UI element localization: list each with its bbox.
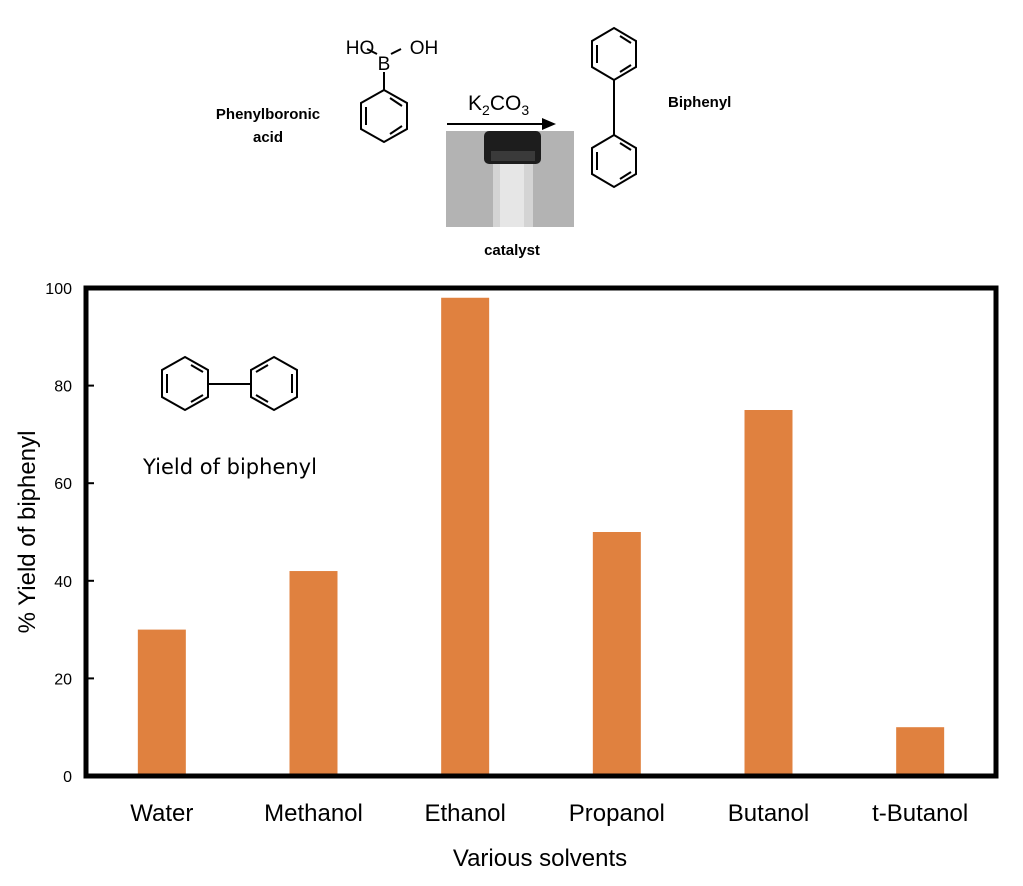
phenylboronic-acid-structure (360, 48, 408, 144)
boronic-oh-right: OH (410, 38, 439, 59)
catalyst-photo (446, 131, 574, 227)
product-name: Biphenyl (668, 94, 731, 111)
x-tick-label: Methanol (264, 800, 363, 827)
x-axis-title: Various solvents (453, 845, 627, 872)
reagent-label: K2CO3 (468, 92, 529, 118)
bar-t-butanol (896, 727, 945, 776)
y-tick-label: 100 (45, 281, 72, 298)
y-tick-label: 60 (54, 476, 72, 493)
bar-propanol (592, 532, 641, 776)
y-tick-label: 40 (54, 574, 72, 591)
y-tick-label: 20 (54, 671, 72, 688)
reactant-name-line1: Phenylboronic (216, 106, 320, 123)
bar-water (137, 629, 186, 776)
x-tick-label: Propanol (569, 800, 665, 827)
plot-frame (83, 285, 999, 779)
bar-ethanol (441, 297, 490, 776)
boronic-oh-left: HO (346, 38, 375, 59)
x-tick-label: Ethanol (424, 800, 505, 827)
x-tick-label: t-Butanol (872, 800, 968, 827)
reactant-name-line2: acid (253, 129, 283, 146)
inset-label: Yield of biphenyl (142, 455, 317, 479)
inset-biphenyl-structure (161, 355, 298, 412)
y-tick-label: 80 (54, 379, 72, 396)
bar-butanol (744, 410, 793, 776)
y-axis-title: % Yield of biphenyl (14, 431, 41, 634)
y-tick-label: 0 (63, 769, 72, 786)
x-axis-categories: Water Methanol Ethanol Propanol Butanol t-But… (130, 800, 968, 827)
bar-methanol (289, 571, 338, 776)
x-tick-label: Butanol (728, 800, 809, 827)
bar-chart: 0 20 40 60 80 100 Water Methanol Ethanol Propano… (14, 281, 999, 872)
biphenyl-structure (591, 26, 637, 189)
boron-atom: B (378, 54, 391, 75)
reaction-scheme: Phenylboronic acid HO OH B K2CO3 (216, 26, 731, 259)
bars-group (137, 297, 945, 776)
x-tick-label: Water (130, 800, 193, 827)
catalyst-label: catalyst (484, 242, 540, 259)
reaction-arrow (447, 118, 556, 130)
